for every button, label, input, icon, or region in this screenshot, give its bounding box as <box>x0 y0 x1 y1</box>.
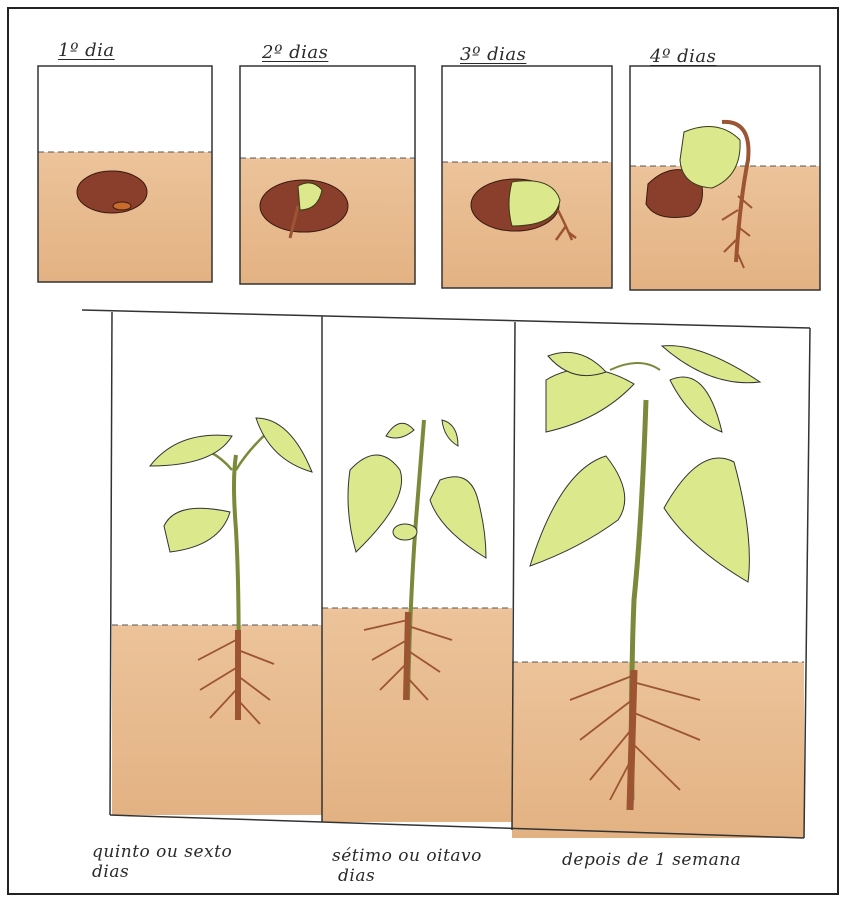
soil-5-6 <box>112 625 322 815</box>
soil-7-8 <box>322 608 512 822</box>
panel-day-2 <box>240 66 415 284</box>
label-stage-7-8-line1: sétimo ou oitavo <box>332 846 482 866</box>
label-stage-week: depois de 1 semana <box>562 850 741 870</box>
panel-day-1 <box>38 66 212 282</box>
label-stage-7-8-line2: dias <box>338 866 375 886</box>
label-day-2: 2º dias <box>262 42 328 63</box>
label-day-3: 3º dias <box>460 44 526 65</box>
panel-day-3 <box>442 66 612 288</box>
cotyledon <box>164 508 230 552</box>
label-day-4: 4º dias <box>650 46 716 67</box>
label-day-1: 1º dia <box>58 40 115 61</box>
label-stage-5-6-line1: quinto ou sexto <box>92 842 232 862</box>
seed <box>77 171 147 213</box>
label-stage-5-6-line2: dias <box>92 862 129 882</box>
panel-day-4 <box>630 66 820 290</box>
